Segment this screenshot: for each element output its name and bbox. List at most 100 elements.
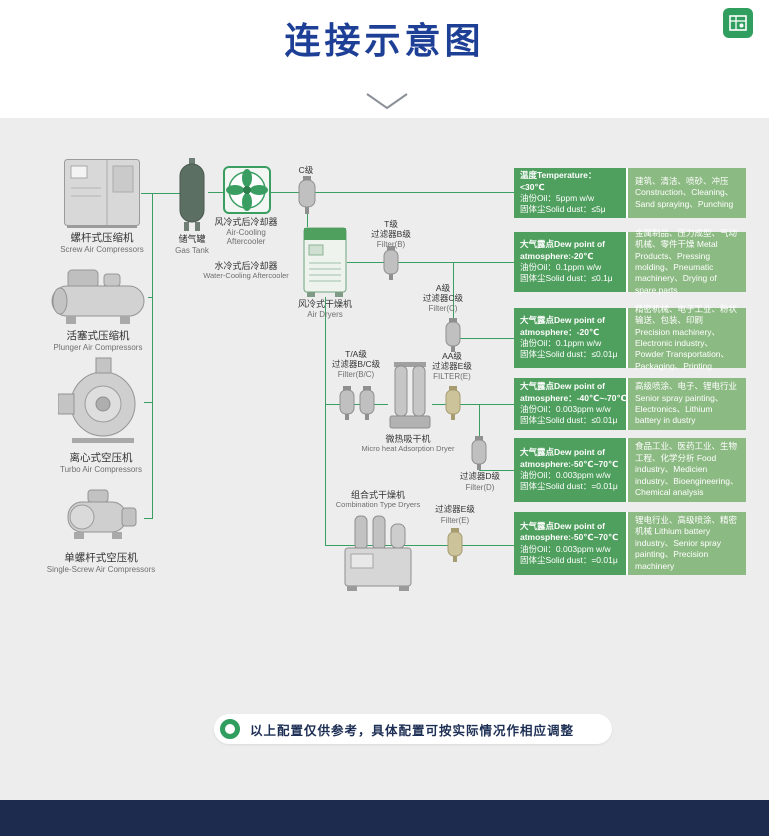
air-dryer-label-cn: 风冷式干燥机 [297,299,352,309]
info-box-1: 温度Temperature：<30℃ 油份Oil：5ppm w/w 固体尘Sol… [514,168,746,218]
single-screw-compressor-label-en: Single-Screw Air Compressors [46,565,156,574]
combo-dryer-label-cn: 组合式干燥机 [350,490,405,500]
micro-dryer-label-cn: 微热吸干机 [385,434,431,444]
connector-line [325,545,514,546]
connector-line [453,338,514,339]
connector-line [144,518,153,519]
micro-dryer-label-en: Micro heat Adsorption Dryer [361,444,455,453]
filter-c-icon [445,318,461,357]
filter-bc-label-2: 过滤器B/C级 [331,359,381,369]
connector-line [325,297,326,545]
air-dryer-label-en: Air Dryers [307,310,343,319]
spec-line: 油份Oil：5ppm w/w [520,193,595,203]
spec-line: atmosphere:-50℃~70℃ [520,458,619,469]
note-bar: 以上配置仅供参考，具体配置可按实际情况作相应调整 [214,714,612,744]
spec-line: 油份Oil：0.1ppm w/w [520,338,602,348]
spec-line: 固体尘Solid dust：≤0.01μ [520,415,618,426]
info-box-3: 大气露点Dew point of atmosphere：-20℃ 油份Oil：0… [514,304,746,371]
apps-text: 高级喷涂、电子、锂电行业 Senior spray painting、Elect… [635,381,738,426]
connector-line [347,262,514,263]
apps-text: 建筑、清洁、喷砂、冲压 Construction、Cleaning、Sand s… [635,175,734,209]
spec-line: 固体尘Solid dust：=0.01μ [520,481,618,492]
filter-d-label-2: Filter(D) [465,483,495,492]
water-cooling-label-cn: 水冷式后冷却器 [214,261,278,271]
note-text: 以上配置仅供参考，具体配置可按实际情况作相应调整 [250,723,575,738]
filter-e-aa-icon [444,386,462,425]
spec-line: 大气露点Dew point of [520,239,605,250]
spec-line: 大气露点Dew point of [520,381,605,392]
chevron-down-icon [366,93,408,110]
note-ring-icon [220,719,240,739]
filter-e-label-2: Filter(E) [440,516,470,525]
filter-e-icon [446,528,464,567]
filter-bc-label-3: Filter(B/C) [337,370,375,379]
single-screw-compressor-label-cn: 单螺杆式空压机 [64,552,138,564]
brand-logo-icon [723,8,753,38]
air-cooling-label-en2: Aftercooler [226,237,266,246]
spec-line: 大气露点Dew point of [520,520,605,531]
connector-line [325,404,388,405]
screw-compressor-label-cn: 螺杆式压缩机 [70,232,134,244]
filter-bc-icon-2 [359,386,375,425]
footer-bar [0,800,769,836]
filter-e-aa-label-1: AA级 [442,351,462,361]
connector-line [144,402,153,403]
page-title: 连接示意图 [284,20,485,61]
air-dryer-illustration [303,227,347,302]
connector-line [152,193,153,518]
apps-text: 食品工业、医药工业、生物工程、化学分析 Food industry、Medici… [635,441,739,498]
spec-line: atmosphere：-20℃ [520,326,600,337]
connector-line [141,193,182,194]
info-box-3-apps: 精密机械、电子工业、粉状输送、包装、印刷 Precision machinery… [626,304,746,371]
info-box-5-specs: 大气露点Dew point of atmosphere:-50℃~70℃ 油份O… [514,438,626,502]
plunger-compressor-label-en: Plunger Air Compressors [53,343,143,352]
filter-b-label-3: Filter(B) [376,240,406,249]
spec-line: 油份Oil：0.003ppm w/w [520,470,611,480]
filter-e-label-1: 过滤器E级 [435,504,475,514]
spec-line: 固体尘Solid dust：≤0.01μ [520,349,618,360]
air-cooling-label-cn: 风冷式后冷却器 [214,217,278,227]
spec-line: 温度Temperature：<30℃ [520,170,597,192]
info-box-1-apps: 建筑、清洁、喷砂、冲压 Construction、Cleaning、Sand s… [626,168,746,218]
info-box-3-specs: 大气露点Dew point of atmosphere：-20℃ 油份Oil：0… [514,308,626,368]
gas-tank-illustration [176,158,208,237]
connector-line [432,404,514,405]
turbo-compressor-label-en: Turbo Air Compressors [60,465,142,474]
filter-bc-icon-1 [339,386,355,425]
filter-c-label-2: 过滤器C级 [422,293,464,303]
single-screw-compressor-illustration [58,488,144,551]
spec-line: atmosphere:-20℃ [520,250,594,261]
air-cooling-fan-icon [223,166,271,219]
filter-b-label-2: 过滤器B级 [371,229,411,239]
apps-text: 金属制品、压力成型、气动机械、零件干燥 Metal Products、Press… [635,227,738,295]
plunger-compressor-label-cn: 活塞式压缩机 [66,330,130,342]
filter-b-label-1: T级 [384,219,398,229]
turbo-compressor-illustration [57,356,144,453]
filter-e-aa-label-3: FILTER(E) [433,372,471,381]
filter-e-aa-label-2: 过滤器E级 [432,361,472,371]
turbo-compressor-label-cn: 离心式空压机 [69,452,133,464]
micro-heat-adsorption-dryer-illustration [388,360,432,437]
filter-bc-label-1: T/A级 [345,349,367,359]
spec-line: atmosphere:-50℃~70℃ [520,532,619,543]
filter-d-label-1: 过滤器D级 [459,471,501,481]
info-box-4: 大气露点Dew point of atmosphere：-40℃~-70℃ 油份… [514,378,746,430]
filter-b-icon [382,246,400,285]
info-box-2: 大气露点Dew point of atmosphere:-20℃ 油份Oil：0… [514,228,746,295]
gas-tank-label-en: Gas Tank [175,246,209,255]
combination-dryer-illustration [343,514,413,597]
filter-c-label-3: Filter(C) [428,304,458,313]
water-cooling-label-en: Water-Cooling Aftercooler [203,271,289,280]
combo-dryer-label-en: Combination Type Dryers [335,500,421,509]
info-box-6-apps: 锂电行业、高级喷涂、精密机械 Lithium battery industry、… [626,512,746,575]
plunger-compressor-illustration [48,266,148,333]
filter-c-grade-icon [297,176,317,219]
spec-line: 大气露点Dew point of [520,315,605,326]
spec-line: atmosphere：-40℃~-70℃ [520,392,627,403]
spec-line: 固体尘Solid dust：≤0.1μ [520,273,613,284]
info-box-2-specs: 大气露点Dew point of atmosphere:-20℃ 油份Oil：0… [514,232,626,292]
connector-line [148,297,153,298]
air-cooling-label-en1: Air-Cooling [226,228,266,237]
info-box-4-specs: 大气露点Dew point of atmosphere：-40℃~-70℃ 油份… [514,378,627,430]
gas-tank-label-cn: 储气罐 [178,234,206,244]
